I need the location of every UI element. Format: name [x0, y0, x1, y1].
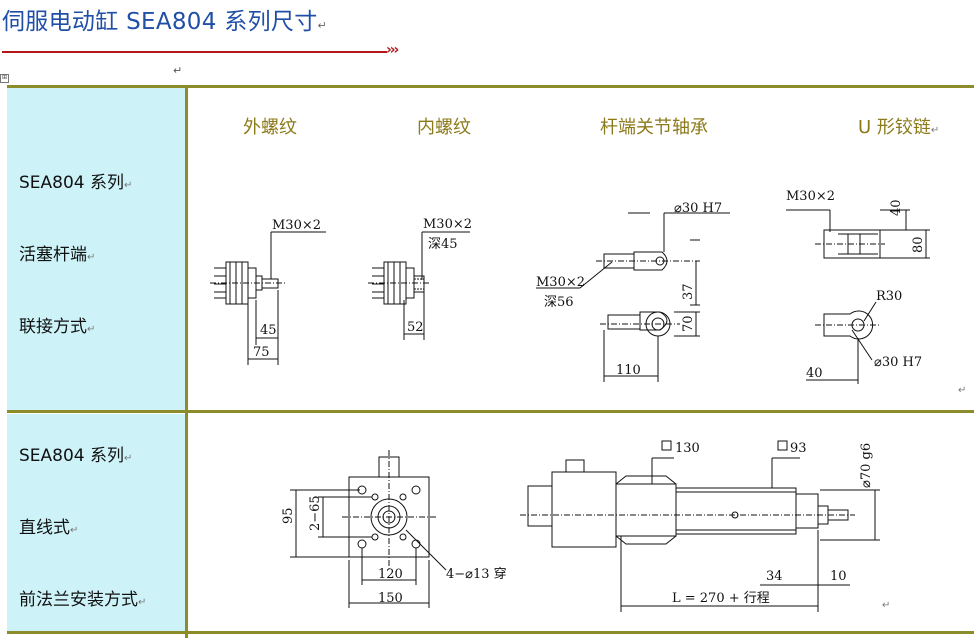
col-header-u-hinge: U 形铰链↵ [858, 117, 940, 138]
row2-label-type: 直线式↵ [19, 518, 79, 538]
label-u-r30: R30 [876, 289, 902, 304]
label-u-bore: ⌀30 H7 [874, 355, 922, 370]
label-sq130: 130 [675, 441, 700, 456]
flange-face-drawing [290, 450, 447, 608]
square-symbols [661, 440, 788, 451]
dimension-labels: M30×2 45 75 M30×2 深45 52 ⌀30 H7 M30×2 深5… [253, 189, 926, 606]
label-fl-95: 95 [281, 507, 296, 524]
table-anchor-icon[interactable]: ⊞ [0, 74, 9, 83]
row1-label-cell [7, 88, 185, 410]
row2-label-series: SEA804 系列↵ [19, 446, 133, 466]
label-d10: 10 [830, 569, 847, 584]
paragraph-mark-icon: ↵ [173, 64, 183, 77]
rod-end-bearing-drawing [536, 212, 730, 382]
col-header-external-thread: 外螺纹 [243, 117, 297, 138]
label-rod-110: 110 [616, 363, 641, 378]
row1-label-series: SEA804 系列↵ [19, 173, 133, 193]
title-underline [2, 51, 387, 53]
col-header-internal-thread: 内螺纹 [417, 117, 471, 138]
label-od: ⌀70 g6 [859, 443, 874, 488]
external-thread-drawing [210, 231, 326, 365]
label-u-thread: M30×2 [786, 189, 835, 204]
table-column-divider [185, 85, 188, 638]
label-rod-37: 37 [681, 283, 696, 300]
row2-label-cell [7, 414, 185, 631]
actuator-side-drawing [520, 457, 880, 612]
label-ext-thread: M30×2 [272, 218, 321, 233]
row1-label-rod-end: 活塞杆端↵ [19, 245, 96, 265]
square-symbol-icon [777, 440, 788, 451]
page-title: 伺服电动缸 SEA804 系列尺寸↵ [2, 9, 328, 35]
label-u-40v: 40 [889, 199, 904, 216]
label-fl-265: 2−65 [308, 495, 323, 531]
paragraph-mark-icon: ↵ [958, 385, 967, 396]
table-border-top [7, 85, 974, 88]
label-fl-120: 120 [378, 567, 403, 582]
square-symbol-icon [661, 440, 672, 451]
label-length: L = 270 + 行程 [672, 591, 770, 606]
label-rod-70: 70 [681, 315, 696, 332]
label-rod-thread: M30×2 [536, 275, 585, 290]
label-fl-150: 150 [378, 591, 403, 606]
label-int-52: 52 [407, 320, 424, 335]
col-header-rod-end-bearing: 杆端关节轴承 [600, 117, 708, 138]
paragraph-mark-icon: ↵ [882, 600, 891, 611]
label-ext-45: 45 [260, 323, 277, 338]
paragraph-mark-icon: ↵ [317, 19, 328, 32]
table-border-bottom [7, 631, 974, 634]
label-u-40: 40 [806, 366, 823, 381]
label-int-depth: 深45 [428, 237, 458, 252]
label-rod-depth: 深56 [544, 295, 574, 310]
label-d34: 34 [766, 569, 783, 584]
row2-label-mounting: 前法兰安装方式↵ [19, 590, 147, 610]
label-u-80: 80 [911, 236, 926, 253]
label-fl-holes: 4−⌀13 穿 [446, 566, 507, 582]
internal-thread-drawing [368, 231, 470, 340]
label-sq93: 93 [790, 441, 807, 456]
u-hinge-drawing [786, 209, 930, 384]
label-int-thread: M30×2 [423, 217, 472, 232]
label-rod-bore: ⌀30 H7 [674, 201, 722, 216]
label-ext-75: 75 [253, 345, 270, 360]
arrow-decoration-icon: ››› [386, 42, 399, 58]
table-border-middle [7, 410, 974, 413]
row1-label-connection: 联接方式↵ [19, 317, 96, 337]
